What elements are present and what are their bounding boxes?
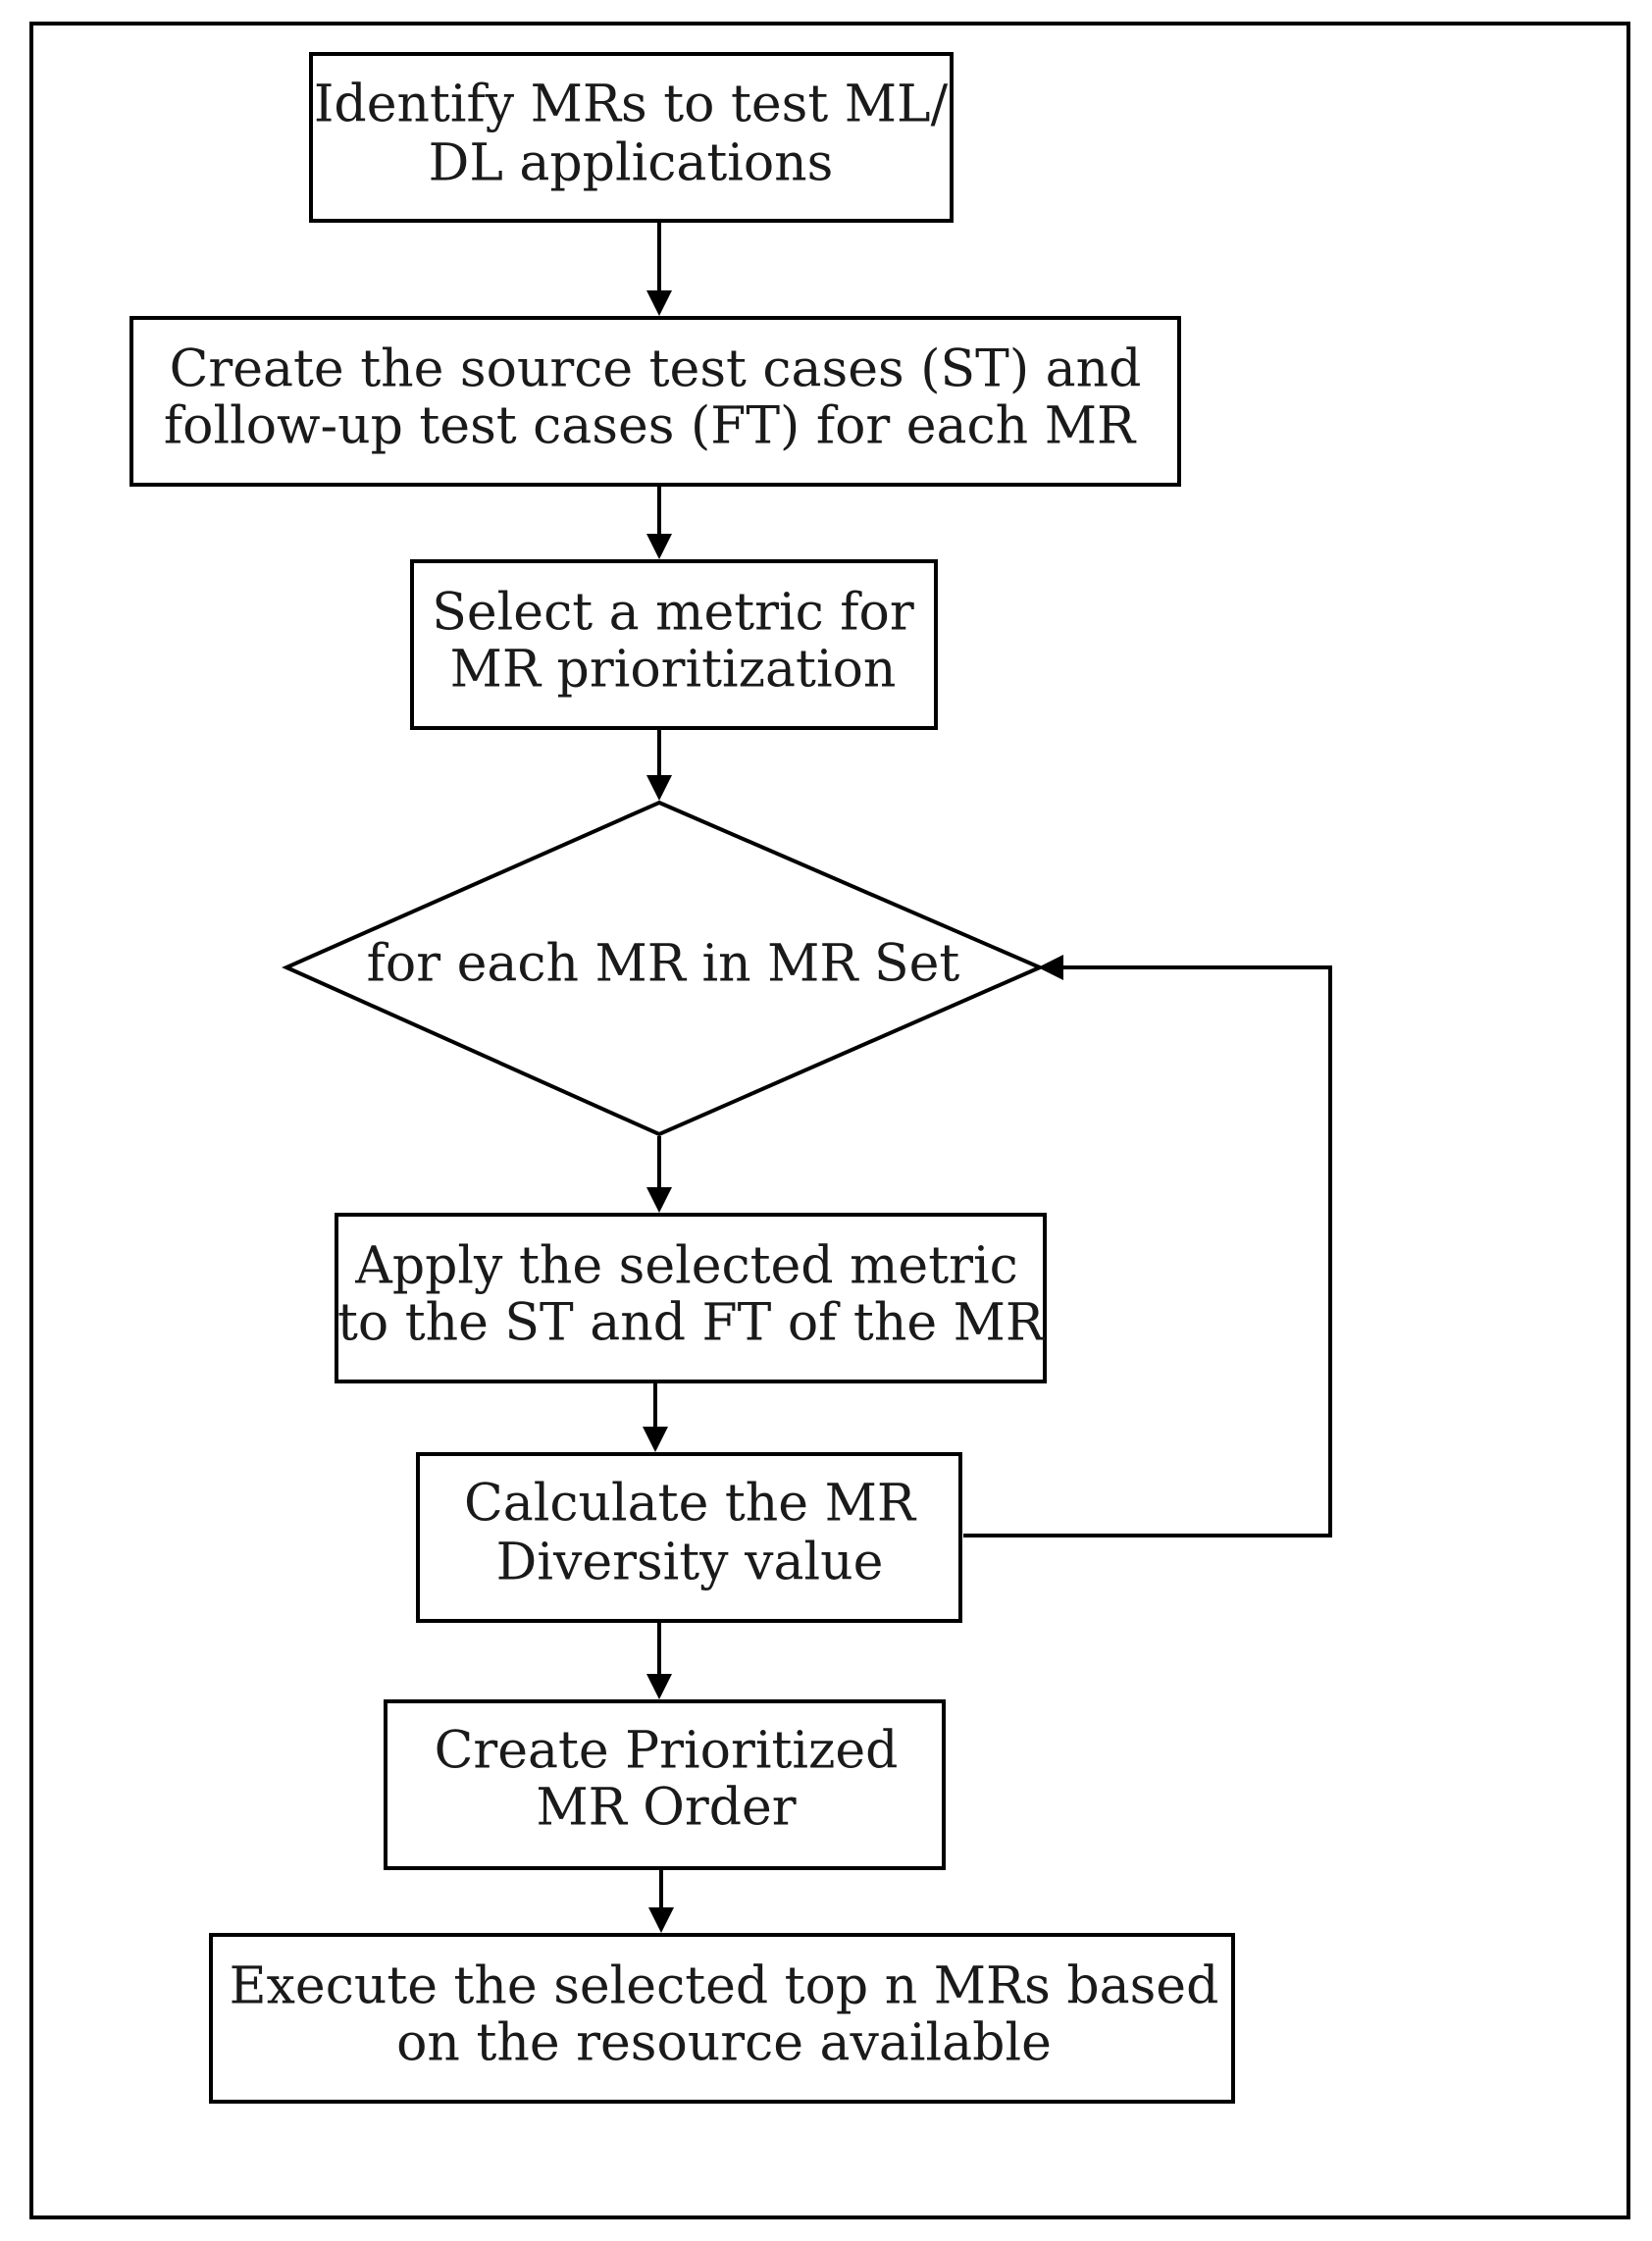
- arrowhead: [646, 1187, 672, 1213]
- node-identify-line2: DL applications: [429, 134, 834, 193]
- node-loop-decision: for each MR in MR Set: [282, 800, 1046, 1137]
- node-apply-metric-line2: to the ST and FT of the MR: [337, 1294, 1046, 1353]
- node-create-tests-line1: Create the source test cases (ST) and: [170, 340, 1142, 399]
- node-create-order: Create Prioritized MR Order: [384, 1699, 946, 1870]
- node-calc-diversity-line2: Diversity value: [496, 1534, 884, 1592]
- node-execute-line1: Execute the selected top n MRs based: [230, 1957, 1219, 2016]
- node-execute-line2: on the resource available: [396, 2014, 1052, 2073]
- node-execute: Execute the selected top n MRs based on …: [209, 1933, 1235, 2104]
- node-apply-metric-line1: Apply the selected metric: [354, 1237, 1017, 1296]
- arrowhead: [646, 775, 672, 801]
- node-create-order-line1: Create Prioritized: [435, 1722, 899, 1781]
- node-create-tests-line2: follow-up test cases (FT) for each MR: [164, 397, 1137, 456]
- arrowhead: [1038, 955, 1063, 980]
- node-apply-metric: Apply the selected metric to the ST and …: [335, 1213, 1047, 1383]
- node-create-order-line2: MR Order: [536, 1779, 796, 1838]
- edges: [643, 222, 1332, 1933]
- node-select-metric: Select a metric for MR prioritization: [410, 559, 938, 730]
- node-calc-diversity: Calculate the MR Diversity value: [416, 1452, 962, 1623]
- arrowhead: [648, 1907, 674, 1933]
- node-identify: Identify MRs to test ML/ DL applications: [309, 52, 954, 223]
- node-select-metric-line1: Select a metric for: [432, 584, 914, 643]
- arrowhead: [646, 290, 672, 316]
- arrowhead: [646, 1674, 672, 1699]
- arrowhead: [646, 534, 672, 559]
- node-loop-label: for each MR in MR Set: [367, 935, 960, 994]
- node-create-tests: Create the source test cases (ST) and fo…: [129, 316, 1181, 487]
- node-calc-diversity-line1: Calculate the MR: [464, 1475, 917, 1534]
- arrowhead: [643, 1427, 668, 1452]
- node-identify-line1: Identify MRs to test ML/: [314, 76, 949, 134]
- edge-loop-back: [963, 965, 1332, 1537]
- node-select-metric-line2: MR prioritization: [450, 641, 897, 700]
